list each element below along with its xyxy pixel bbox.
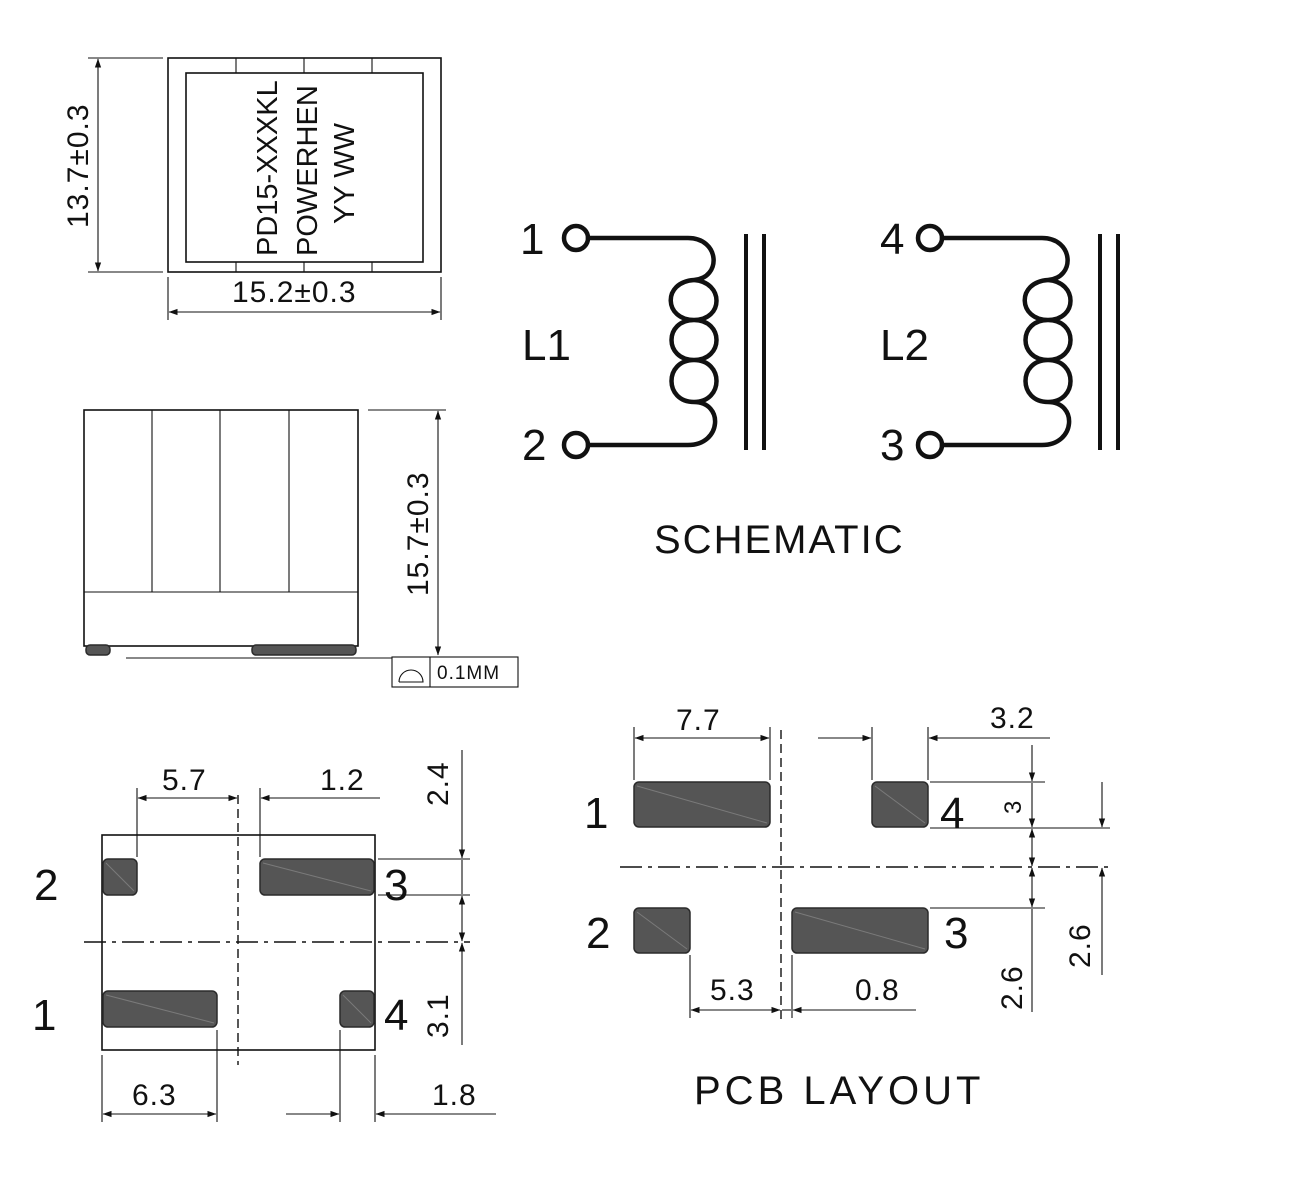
dim-2-4: 2.4 [422, 761, 455, 806]
pcb-layout: 1 4 2 3 7.7 3.2 3 2.6 2.6 5.3 [584, 702, 1112, 1113]
top-height-dim: 13.7±0.3 [62, 103, 95, 228]
side-terminal-left [85, 644, 111, 656]
terminal-3-icon [915, 430, 945, 460]
bottom-pin-1: 1 [32, 991, 56, 1040]
schematic-pin-2: 2 [522, 421, 546, 470]
pcb-pin-4: 4 [940, 789, 964, 838]
l2-label: L2 [880, 321, 929, 370]
terminal-4-icon [915, 223, 945, 253]
side-view: 15.7±0.3 0.1MM [83, 409, 519, 688]
pad-sheen [262, 862, 372, 892]
dim-1-8: 1.8 [432, 1079, 477, 1112]
coplanarity-box [391, 656, 519, 688]
pcb-pin-1: 1 [584, 789, 608, 838]
side-height-dim: 15.7±0.3 [402, 471, 435, 596]
pad-sheen [105, 862, 135, 892]
pcb-pin-3: 3 [944, 909, 968, 958]
pad-sheen [636, 911, 688, 950]
terminal-1-icon [561, 223, 591, 253]
dim-5-7: 5.7 [162, 764, 207, 797]
pad-sheen [874, 785, 926, 824]
terminal-2-icon [561, 430, 591, 460]
pad-sheen [105, 994, 215, 1024]
pcb-pin-2: 2 [586, 909, 610, 958]
l2-winding [939, 235, 1073, 448]
pad-sheen [794, 911, 926, 950]
side-terminal-right [251, 644, 357, 656]
side-view-outline [83, 409, 359, 647]
pad-sheen [636, 785, 768, 824]
dim-2-6-a: 2.6 [996, 965, 1029, 1010]
dim-2-6-b: 2.6 [1064, 923, 1097, 968]
top-view: PD15-XXXKL POWERHEN YY WW 13.7±0.3 15.2±… [62, 57, 442, 320]
schematic-title: SCHEMATIC [654, 518, 905, 562]
l1-label: L1 [522, 321, 571, 370]
dim-6-3: 6.3 [132, 1079, 177, 1112]
schematic: 1 2 L1 4 3 L2 SCHEMATIC [520, 215, 1120, 562]
dim-7-7: 7.7 [676, 704, 721, 737]
dim-3: 3 [1000, 800, 1027, 814]
dim-3-1: 3.1 [422, 993, 455, 1038]
dim-5-3: 5.3 [710, 974, 755, 1007]
top-width-dim: 15.2±0.3 [232, 276, 357, 309]
l1-winding [585, 235, 719, 448]
bottom-view: 2 3 1 4 5.7 1.2 2.4 3.1 6.3 1.8 [32, 750, 496, 1122]
marking-line-1: PD15-XXXKL [252, 80, 284, 256]
flatness-symbol-icon [398, 669, 424, 683]
bottom-pin-3: 3 [384, 861, 408, 910]
pad-sheen [342, 994, 372, 1024]
dim-3-2: 3.2 [990, 702, 1035, 735]
schematic-pin-4: 4 [880, 215, 904, 264]
schematic-pin-3: 3 [880, 421, 904, 470]
marking-line-3: YY WW [329, 122, 361, 224]
coplanarity-value: 0.1MM [437, 663, 500, 684]
dim-0-8: 0.8 [855, 974, 900, 1007]
bottom-pin-2: 2 [34, 861, 58, 910]
dim-1-2: 1.2 [320, 764, 365, 797]
schematic-pin-1: 1 [520, 215, 544, 264]
pcb-layout-title: PCB LAYOUT [694, 1069, 984, 1113]
marking-line-2: POWERHEN [292, 85, 324, 256]
bottom-pin-4: 4 [384, 991, 408, 1040]
